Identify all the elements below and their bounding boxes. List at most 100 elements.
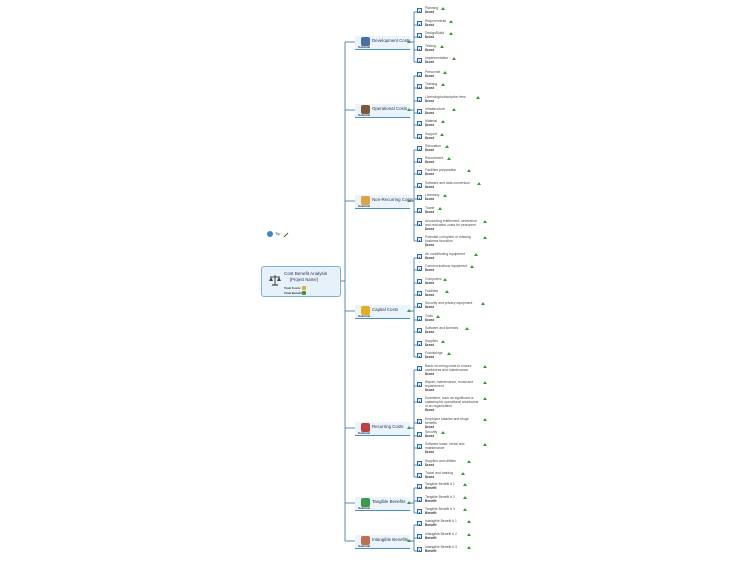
item-value: $cost (425, 35, 434, 39)
item-value: $cost (425, 111, 434, 115)
branch-item[interactable]: Accounting entitlement, severance and re… (417, 219, 487, 231)
central-title: Cost Benefit Analysis (284, 271, 328, 276)
flag-icon (483, 418, 487, 421)
note-icon (417, 497, 422, 502)
item-label: Relocation (425, 144, 442, 148)
branch-item[interactable]: Furnishings$cost (417, 351, 451, 359)
flag-icon (445, 290, 449, 293)
branch-item[interactable]: Air conditioning equipment$cost (417, 252, 478, 260)
branch-item[interactable]: Planning$cost (417, 6, 446, 14)
branch-item[interactable]: Design/Build$cost (417, 31, 453, 39)
branch-item[interactable]: Licensing/subscription fees$cost (417, 95, 480, 103)
branch-item[interactable]: Material$cost (417, 119, 446, 127)
branch-item[interactable]: Requirements$cost (417, 19, 453, 27)
branch-item[interactable]: Software lease, rental and maintenance$c… (417, 442, 487, 454)
flag-icon (437, 207, 442, 210)
branch-item[interactable]: Training$cost (417, 82, 446, 90)
note-icon (417, 46, 422, 51)
item-label: Travel (425, 206, 435, 210)
item-label: Intangible Benefit # 3 (425, 545, 457, 549)
branch-item[interactable]: Travel and training$cost (417, 471, 466, 479)
branch-item[interactable]: Facilities$cost (417, 289, 449, 297)
branch-item[interactable]: Employee salaries and fringe benefits$co… (417, 417, 487, 429)
branch-item[interactable]: Relocation$cost (417, 144, 449, 152)
branch-item[interactable]: Supplies$cost (417, 339, 446, 347)
item-value: Benefit (425, 549, 437, 553)
branch-item[interactable]: Security$cost (417, 430, 446, 438)
branch-item[interactable]: Personnel$cost (417, 70, 448, 78)
item-value: Benefit (425, 499, 437, 503)
branch-item[interactable]: Licensing$cost (417, 193, 448, 201)
flag-icon (466, 520, 471, 523)
money-icon (361, 497, 370, 507)
factory-icon (361, 104, 370, 114)
branch-item[interactable]: Infrastructure$cost (417, 107, 457, 115)
item-label: Training (425, 82, 438, 86)
branch-item[interactable]: Recruitment$cost (417, 156, 451, 164)
truck-icon (361, 305, 370, 315)
branch-item[interactable]: Supplies and utilities$cost (417, 459, 471, 467)
note-icon (417, 195, 422, 200)
note-icon (417, 97, 422, 102)
item-label: Supplies and utilities (425, 459, 456, 463)
total-costs-label: Total Costs: (284, 286, 302, 290)
flag-icon (470, 265, 475, 268)
central-topic[interactable]: Cost Benefit Analysis [Project Name] Tot… (261, 266, 341, 297)
flag-icon (483, 365, 487, 368)
note-icon (417, 382, 422, 387)
note-icon (417, 134, 422, 139)
branch-item[interactable]: Communications equipment$cost (417, 264, 475, 272)
branch-item[interactable]: Testing$cost (417, 44, 444, 52)
note-icon (417, 509, 422, 514)
branch-item[interactable]: Software and licenses$cost (417, 326, 469, 334)
item-value: $cost (425, 281, 434, 285)
item-label: Basic recurring costs to ensure usefulne… (425, 364, 472, 372)
item-label: Employee salaries and fringe benefits (425, 417, 469, 425)
branch-item[interactable]: Repair, maintenance, rental and replacem… (417, 380, 487, 392)
item-value: $cost (425, 227, 434, 231)
flag-icon (483, 443, 487, 446)
branch-item[interactable]: Computers$cost (417, 277, 448, 285)
branch-item[interactable]: Security and privacy equipment$cost (417, 301, 485, 309)
item-value: $cost (425, 425, 434, 429)
item-label: Facilities preparation (425, 168, 457, 172)
branch-item[interactable]: Tools$cost (417, 314, 440, 322)
branch-item[interactable]: Travel$cost (417, 206, 442, 214)
flag-icon (446, 157, 451, 160)
item-value: $cost (425, 148, 434, 152)
worker-icon (361, 422, 370, 432)
note-icon (417, 58, 422, 63)
branch-item[interactable]: Basic recurring costs to ensure usefulne… (417, 364, 487, 376)
item-label: Software lease, rental and maintenance (425, 442, 465, 450)
branch-item[interactable]: Potential corruption or missing business… (417, 235, 487, 247)
branch-item[interactable]: Downtime, such as significant or catastr… (417, 396, 487, 412)
item-value: $cost (425, 475, 434, 479)
branch-title: Operational Costs (372, 105, 408, 111)
branch-item[interactable]: Support$cost (417, 132, 444, 140)
flag-icon (477, 182, 482, 185)
item-value: $cost (425, 372, 434, 376)
note-icon (417, 461, 422, 466)
item-label: Computers (425, 277, 442, 281)
puzzle-icon (361, 195, 370, 205)
item-label: Air conditioning equipment (425, 252, 465, 256)
item-value: $cost (425, 305, 434, 309)
item-value: $cost (425, 10, 434, 14)
branch-item[interactable]: Facilities preparation$cost (417, 168, 471, 176)
item-value: $cost (425, 86, 434, 90)
branch-item[interactable]: Software and data conversion$cost (417, 181, 482, 189)
branch-item[interactable]: Implementation$cost (417, 56, 457, 64)
